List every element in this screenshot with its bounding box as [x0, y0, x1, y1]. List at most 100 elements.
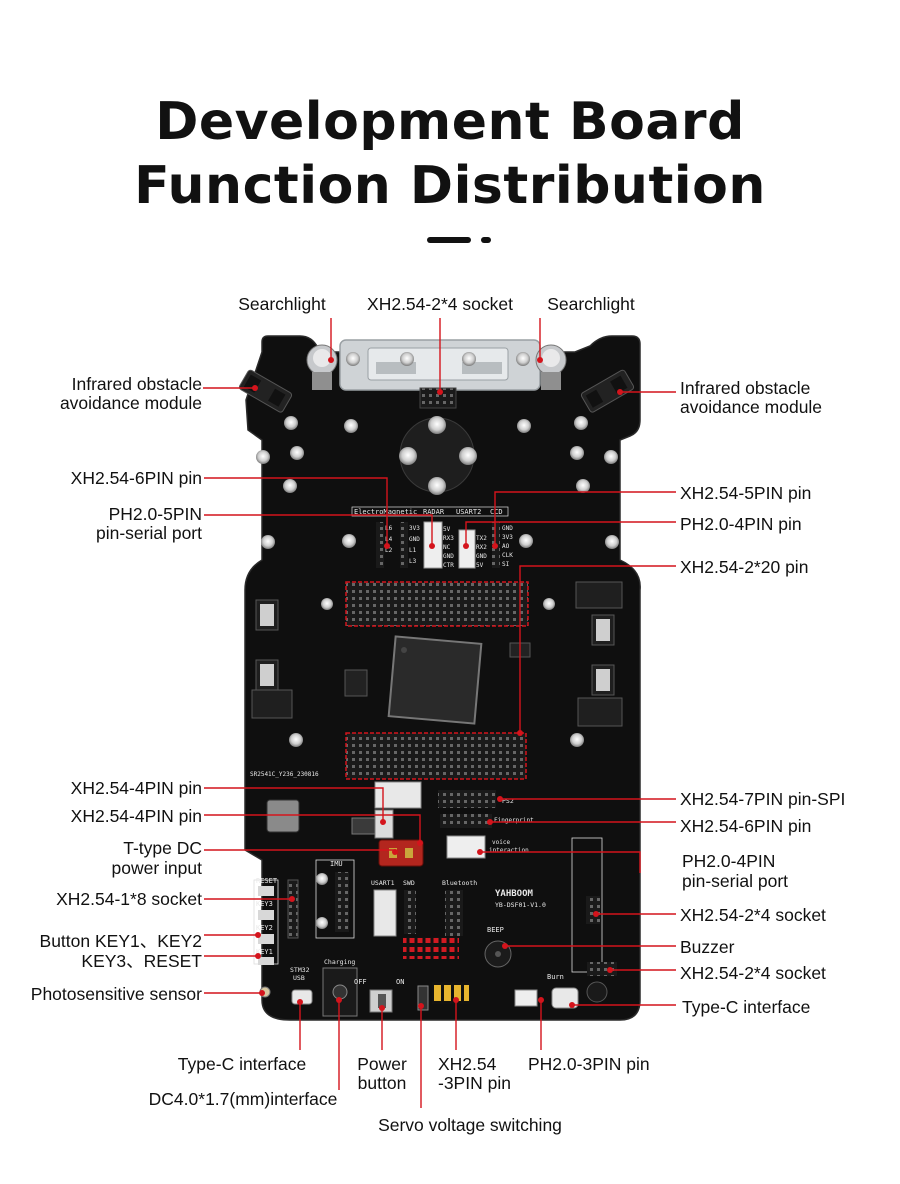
- silk-l1: L1: [409, 547, 417, 554]
- label-ir-right-2: avoidance module: [680, 397, 823, 417]
- silk-model: YB-DSF01-V1.0: [495, 901, 546, 909]
- label-ph2-4pin-right: PH2.0-4PIN pin: [680, 514, 802, 534]
- silk-radar: RADAR: [423, 508, 445, 516]
- label-xh2-5pin-right: XH2.54-5PIN pin: [680, 483, 812, 503]
- xh2-4pin-a: [351, 817, 379, 835]
- silk-usart1: USART1: [371, 879, 395, 887]
- standoffs: [256, 352, 619, 747]
- silk-ccd-si: SI: [502, 561, 510, 568]
- silk-key1: KEY1: [256, 948, 273, 956]
- silk-imu: IMU: [330, 860, 343, 868]
- label-keys-2: KEY3、RESET: [81, 951, 202, 971]
- socket-top-2x4: [419, 387, 457, 409]
- xh1x8-socket: [287, 879, 299, 939]
- silk-ccd: CCD: [490, 508, 503, 516]
- silk-bluetooth: Bluetooth: [442, 879, 477, 887]
- key-buttons: RESET KEY3 KEY2 KEY1: [253, 877, 279, 965]
- fingerprint-header: [440, 814, 492, 828]
- label-xh2-4pin-a: XH2.54-4PIN pin: [70, 778, 202, 798]
- ir-module-right: [580, 369, 635, 413]
- label-keys-1: Button KEY1、KEY2: [39, 931, 202, 951]
- page-title-line-1: Development Board: [155, 92, 745, 152]
- silk-reset: RESET: [256, 877, 278, 885]
- servo-voltage-jumper: [417, 985, 429, 1011]
- label-t-type-dc-1: T-type DC: [123, 838, 202, 858]
- silk-electromagnetic: ElectroMagnetic: [354, 508, 417, 516]
- silk-radar-ctr: CTR: [443, 562, 454, 569]
- page-title-line-2: Function Distribution: [134, 156, 766, 216]
- ps2-spi-header: [438, 790, 496, 808]
- header-2x20-bottom: [345, 732, 527, 780]
- t-type-dc-connector: [378, 839, 424, 867]
- silk-on: ON: [396, 978, 404, 986]
- label-searchlight-left: Searchlight: [238, 294, 326, 314]
- inductor: [266, 799, 300, 833]
- silk-logo: YAHBOOM: [495, 889, 534, 899]
- silk-off: OFF: [354, 978, 367, 986]
- silk-date-code: SR2541C_Y236_230816: [250, 771, 319, 778]
- silk-radar-rx3: RX3: [443, 535, 454, 542]
- label-xh2-1x8: XH2.54-1*8 socket: [56, 889, 202, 909]
- swd-header: [404, 890, 416, 934]
- silk-beep: BEEP: [487, 926, 504, 934]
- label-ir-left-2: avoidance module: [59, 393, 202, 413]
- silk-tx2: TX2: [476, 535, 487, 542]
- silk-l3: L3: [409, 558, 417, 565]
- label-ph2-5pin-1: PH2.0-5PIN: [108, 504, 202, 524]
- label-power-1: Power: [357, 1054, 407, 1074]
- silk-l2: L2: [385, 547, 393, 554]
- silk-radar-5v: 5V: [443, 526, 451, 533]
- title-divider-dot: [481, 237, 491, 243]
- silk-radar-nc: NC: [443, 544, 451, 551]
- label-xh2-7pin-spi: XH2.54-7PIN pin-SPI: [680, 789, 846, 809]
- silk-ccd-ao: AO: [502, 543, 510, 550]
- label-servo-voltage: Servo voltage switching: [378, 1115, 562, 1135]
- silk-key3: KEY3: [256, 900, 273, 908]
- silk-rx2: RX2: [476, 544, 487, 551]
- silk-key2: KEY2: [256, 924, 273, 932]
- label-photosensitive: Photosensitive sensor: [30, 984, 202, 1004]
- label-ph2-4pin-serial-1: PH2.0-4PIN: [682, 851, 776, 871]
- label-socket-top: XH2.54-2*4 socket: [367, 294, 513, 314]
- silk-ps2: PS2: [502, 797, 514, 805]
- label-typec-bottom: Type-C interface: [177, 1054, 307, 1074]
- leader-lines: [203, 318, 676, 1108]
- leader-dots: [252, 357, 623, 1011]
- label-searchlight-right: Searchlight: [547, 294, 635, 314]
- label-ir-left-1: Infrared obstacle: [71, 374, 202, 394]
- title-divider: [427, 237, 471, 243]
- label-buzzer: Buzzer: [680, 937, 735, 957]
- silk-stm32: STM32: [290, 966, 310, 974]
- label-ph2-4pin-serial-2: pin-serial port: [682, 871, 789, 891]
- searchlight-left: [306, 344, 338, 390]
- ph3pin-white: [514, 989, 538, 1007]
- label-xh2-2x4-a: XH2.54-2*4 socket: [680, 905, 826, 925]
- silk-swd: SWD: [403, 879, 415, 887]
- silk-radar-gnd: GND: [443, 553, 454, 560]
- label-xh2-6pin-right: XH2.54-6PIN pin: [680, 816, 812, 836]
- label-typec-right: Type-C interface: [682, 997, 811, 1017]
- silk-burn: Burn: [547, 973, 564, 981]
- silk-3v3: 3V3: [409, 525, 420, 532]
- voice-connector: [446, 835, 486, 859]
- label-t-type-dc-2: power input: [111, 858, 202, 878]
- label-ir-right-1: Infrared obstacle: [680, 378, 811, 398]
- silk-voice: voice: [492, 839, 510, 846]
- silk-ccd-clk: CLK: [502, 552, 513, 559]
- label-xh2-4pin-b: XH2.54-4PIN pin: [70, 806, 202, 826]
- silk-usart2: USART2: [456, 508, 481, 516]
- label-power-2: button: [357, 1073, 407, 1093]
- red-servo-pins: [403, 937, 459, 959]
- silk-charging: Charging: [324, 958, 355, 966]
- silk-interaction: interaction: [489, 847, 529, 854]
- silk-fingerprint: Fingerprint: [494, 817, 534, 824]
- label-ph2-3pin: PH2.0-3PIN pin: [528, 1054, 650, 1074]
- label-xh2-2x20: XH2.54-2*20 pin: [680, 557, 809, 577]
- silk-ccd-3v3: 3V3: [502, 534, 513, 541]
- header-2x20-top: [345, 581, 529, 627]
- label-xh2-6pin-left: XH2.54-6PIN pin: [70, 468, 202, 488]
- silk-usb: USB: [293, 974, 305, 982]
- label-xh2-2x4-b: XH2.54-2*4 socket: [680, 963, 826, 983]
- mcu-chip: [387, 635, 483, 725]
